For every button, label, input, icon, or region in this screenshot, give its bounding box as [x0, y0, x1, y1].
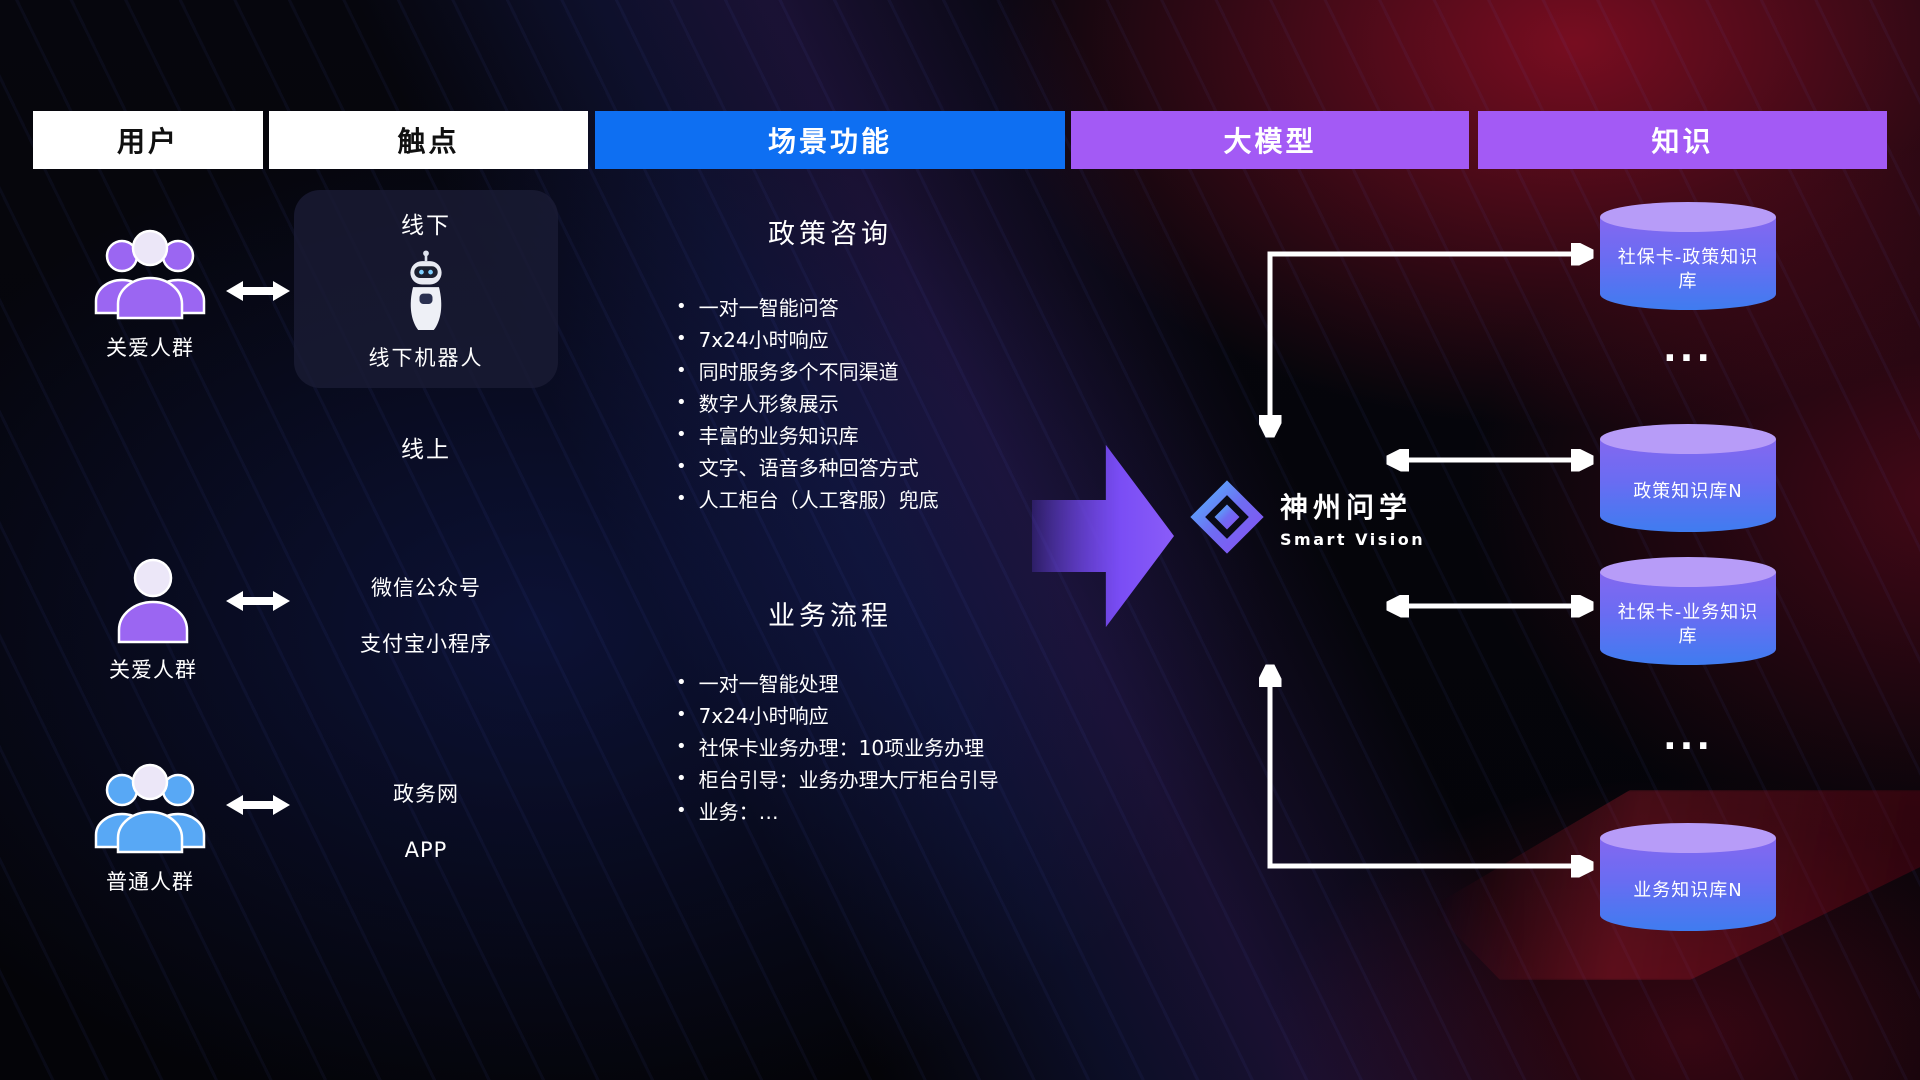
db-label: 政策知识库N — [1600, 439, 1776, 532]
model-name: 神州问学 — [1280, 490, 1413, 524]
ellipsis-policy: ... — [1662, 329, 1714, 370]
diamond-logo-icon — [1190, 480, 1264, 554]
ellipsis-business: ... — [1662, 717, 1714, 758]
db-cylinder-top — [1600, 823, 1776, 853]
feature-item: 丰富的业务知识库 — [676, 418, 1146, 450]
user-person-care-2: 关爱人群 — [98, 552, 208, 684]
channel-wechat: 微信公众号 — [371, 576, 481, 600]
db-cylinder-top — [1600, 424, 1776, 454]
feature-item: 7x24小时响应 — [676, 322, 1146, 354]
feature-item: 社保卡业务办理：10项业务办理 — [676, 730, 1146, 762]
channel-alipay: 支付宝小程序 — [360, 632, 492, 656]
user-group-care-1: 关爱人群 — [78, 218, 222, 362]
person-icon — [117, 558, 189, 644]
column-header-scenarios: 场景功能 — [595, 111, 1065, 169]
knowledge-db-policy-n: 政策知识库N — [1600, 424, 1776, 532]
feature-item: 同时服务多个不同渠道 — [676, 354, 1146, 386]
feature-item: 一对一智能处理 — [676, 666, 1146, 698]
knowledge-db-business-shebao: 社保卡-业务知识库 — [1600, 557, 1776, 665]
offline-touchpoint-card: 线下 线下机器人 — [294, 190, 558, 388]
user-group-label: 关爱人群 — [109, 658, 197, 682]
group-people-icon — [94, 229, 206, 320]
feature-item: 柜台引导：业务办理大厅柜台引导 — [676, 762, 1146, 794]
knowledge-db-policy-shebao: 社保卡-政策知识库 — [1600, 202, 1776, 310]
channel-gov-web: 政务网 — [393, 782, 459, 806]
scenario-title-business: 业务流程 — [768, 601, 892, 632]
robot-icon — [410, 250, 442, 330]
channel-app: APP — [404, 838, 448, 862]
feature-item: 文字、语音多种回答方式 — [676, 450, 1146, 482]
model-subtitle: Smart Vision — [1280, 529, 1426, 549]
column-header-knowledge: 知识 — [1478, 111, 1887, 169]
online-title: 线上 — [401, 437, 451, 463]
feature-item: 一对一智能问答 — [676, 290, 1146, 322]
db-label: 业务知识库N — [1600, 838, 1776, 931]
column-header-scenarios-label: 场景功能 — [767, 125, 892, 158]
policy-feature-list: 一对一智能问答 7x24小时响应 同时服务多个不同渠道 数字人形象展示 丰富的业… — [676, 290, 1146, 514]
column-header-users-label: 用户 — [116, 125, 179, 158]
user-group-label: 关爱人群 — [106, 336, 194, 360]
column-header-touchpoints-label: 触点 — [397, 125, 460, 158]
double-arrow-icon — [226, 281, 290, 301]
column-header-knowledge-label: 知识 — [1651, 125, 1714, 158]
feature-item: 人工柜台（人工客服）兜底 — [676, 482, 1146, 514]
double-arrow-icon — [226, 591, 290, 611]
model-logo-block: 神州问学 Smart Vision — [1188, 478, 1425, 556]
scenario-title-policy: 政策咨询 — [768, 219, 892, 250]
column-header-touchpoints: 触点 — [269, 111, 588, 169]
feature-item: 业务：… — [676, 794, 1146, 826]
db-label: 社保卡-政策知识库 — [1600, 217, 1776, 310]
column-header-model: 大模型 — [1071, 111, 1469, 169]
db-cylinder-top — [1600, 557, 1776, 587]
business-feature-list: 一对一智能处理 7x24小时响应 社保卡业务办理：10项业务办理 柜台引导：业务… — [676, 666, 1146, 826]
offline-device-label: 线下机器人 — [368, 346, 484, 370]
db-cylinder-top — [1600, 202, 1776, 232]
feature-item: 数字人形象展示 — [676, 386, 1146, 418]
column-header-model-label: 大模型 — [1223, 125, 1317, 158]
feature-item: 7x24小时响应 — [676, 698, 1146, 730]
knowledge-db-business-n: 业务知识库N — [1600, 823, 1776, 931]
user-group-label: 普通人群 — [106, 870, 194, 894]
user-group-ordinary: 普通人群 — [78, 752, 222, 896]
double-arrow-icon — [226, 795, 290, 815]
db-label: 社保卡-业务知识库 — [1600, 572, 1776, 665]
group-people-icon — [94, 763, 206, 854]
offline-title: 线下 — [401, 213, 451, 239]
column-header-users: 用户 — [33, 111, 263, 169]
